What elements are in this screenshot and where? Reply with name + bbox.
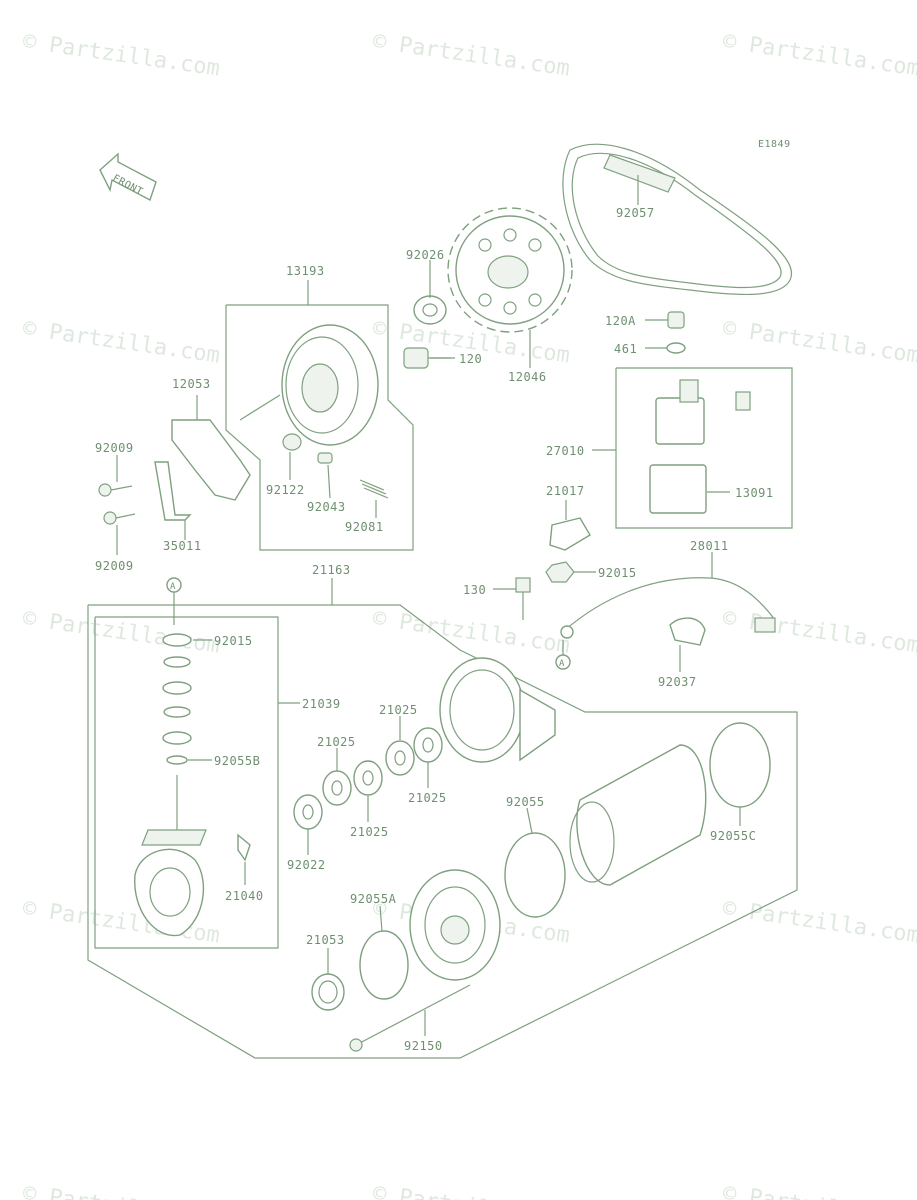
part-label: 21039 xyxy=(302,697,341,711)
watermark: © Partzilla.com xyxy=(721,606,917,658)
cable-part xyxy=(560,577,776,639)
part-label: 35011 xyxy=(163,539,202,553)
part-label: 92055A xyxy=(350,892,397,906)
part-label: 13091 xyxy=(735,486,774,500)
part-label: 13193 xyxy=(286,264,325,278)
reference-a-right: A xyxy=(555,640,571,670)
part-label: 12046 xyxy=(508,370,547,384)
watermark: © Partzilla.com xyxy=(21,29,221,81)
part-label: 92055 xyxy=(506,795,545,809)
bolt-part xyxy=(515,577,531,620)
front-arrow-icon: FRONT xyxy=(99,152,157,202)
small-parts xyxy=(282,433,389,499)
part-label: 92037 xyxy=(658,675,697,689)
bracket-part xyxy=(154,419,251,521)
end-cover-part xyxy=(409,869,501,981)
washer-part xyxy=(293,727,443,830)
flywheel-part xyxy=(281,324,379,446)
watermark: © Partzilla.com xyxy=(21,606,221,658)
part-label: 461 xyxy=(614,342,637,356)
gear-part xyxy=(311,973,345,1011)
cap-part xyxy=(669,617,706,646)
part-label: 21025 xyxy=(350,825,389,839)
part-label: 92009 xyxy=(95,441,134,455)
part-label: 120A xyxy=(605,314,636,328)
part-label: 27010 xyxy=(546,444,585,458)
watermark: © Partzilla.com xyxy=(721,1181,917,1200)
part-label: 92022 xyxy=(287,858,326,872)
part-label: 12053 xyxy=(172,377,211,391)
diagram-code: E1849 xyxy=(758,139,791,150)
part-label: 21053 xyxy=(306,933,345,947)
bolt-part xyxy=(349,984,471,1052)
part-label: 92015 xyxy=(214,634,253,648)
part-label: 21163 xyxy=(312,563,351,577)
sprocket-part xyxy=(447,207,573,333)
watermarks: © Partzilla.com © Partzilla.com © Partzi… xyxy=(21,29,917,1200)
bolt-part xyxy=(98,483,136,525)
watermark: © Partzilla.com xyxy=(721,316,917,368)
reference-a-label: A xyxy=(559,659,565,669)
connector-part xyxy=(549,517,591,551)
part-label: 21025 xyxy=(408,791,447,805)
washer-part xyxy=(413,295,447,325)
o-ring-part xyxy=(359,722,771,1000)
motor-yoke-part xyxy=(569,744,707,886)
watermark: © Partzilla.com xyxy=(21,1181,221,1200)
part-label: 92055C xyxy=(710,829,756,843)
part-label: 92081 xyxy=(345,520,384,534)
watermark: © Partzilla.com xyxy=(721,896,917,948)
part-label: 92055B xyxy=(214,754,260,768)
watermark: © Partzilla.com xyxy=(21,316,221,368)
washer-stack xyxy=(141,633,207,846)
part-label: 28011 xyxy=(690,539,729,553)
part-label: 92009 xyxy=(95,559,134,573)
part-label: 92122 xyxy=(266,483,305,497)
part-label: 92043 xyxy=(307,500,346,514)
part-label: 92150 xyxy=(404,1039,443,1053)
part-label: 130 xyxy=(463,583,486,597)
part-label: 21025 xyxy=(317,735,356,749)
nut-part xyxy=(545,561,575,583)
part-labels: 13193 92026 92057 12046 120 120A 461 120… xyxy=(95,206,774,1053)
part-label: 92026 xyxy=(406,248,445,262)
bolt-part xyxy=(667,311,685,329)
group-outlines xyxy=(87,280,798,1059)
watermark: © Partzilla.com xyxy=(371,29,571,81)
belt-part xyxy=(562,143,793,296)
part-label: 120 xyxy=(459,352,482,366)
part-label: 21017 xyxy=(546,484,585,498)
reference-a-top: A xyxy=(166,577,182,625)
part-label: 21040 xyxy=(225,889,264,903)
part-label: 21025 xyxy=(379,703,418,717)
part-label: 92057 xyxy=(616,206,655,220)
watermark: © Partzilla.com xyxy=(371,606,571,658)
housing-part xyxy=(439,657,556,763)
reference-a-label: A xyxy=(170,582,176,592)
leader-lines xyxy=(116,175,741,1036)
brush-plate-part xyxy=(134,833,251,937)
washer-part xyxy=(666,342,686,354)
watermark: © Partzilla.com xyxy=(371,1181,571,1200)
watermark: © Partzilla.com xyxy=(721,29,917,81)
part-label: 92015 xyxy=(598,566,637,580)
relay-part xyxy=(649,379,751,514)
